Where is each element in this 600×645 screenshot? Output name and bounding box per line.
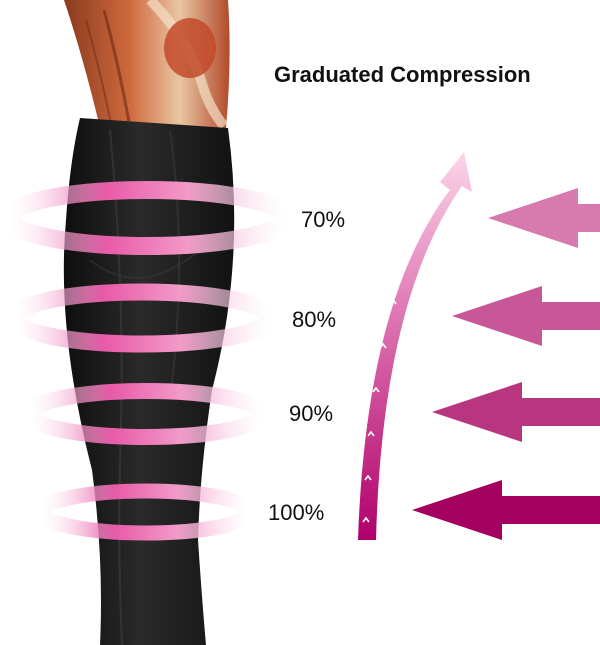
pressure-arrow-80 [452, 286, 600, 346]
compression-label-100: 100% [268, 500, 325, 525]
compression-label-70: 70% [301, 207, 346, 232]
compression-ring-100 [34, 483, 258, 541]
compression-label-90: 90% [289, 401, 334, 426]
headline-title: Graduated Compression [274, 62, 531, 87]
pressure-arrow-100 [412, 480, 600, 540]
upward-flow-arrow [358, 152, 472, 540]
compression-ring-80 [5, 283, 279, 353]
knee-muscle-illustration [64, 0, 230, 130]
chevron-marks [362, 190, 439, 523]
pressure-arrow-70 [488, 188, 600, 248]
compression-ring-70 [0, 181, 294, 255]
pressure-arrow-90 [432, 382, 600, 442]
compression-label-80: 80% [292, 307, 337, 332]
compression-ring-90 [22, 383, 270, 445]
